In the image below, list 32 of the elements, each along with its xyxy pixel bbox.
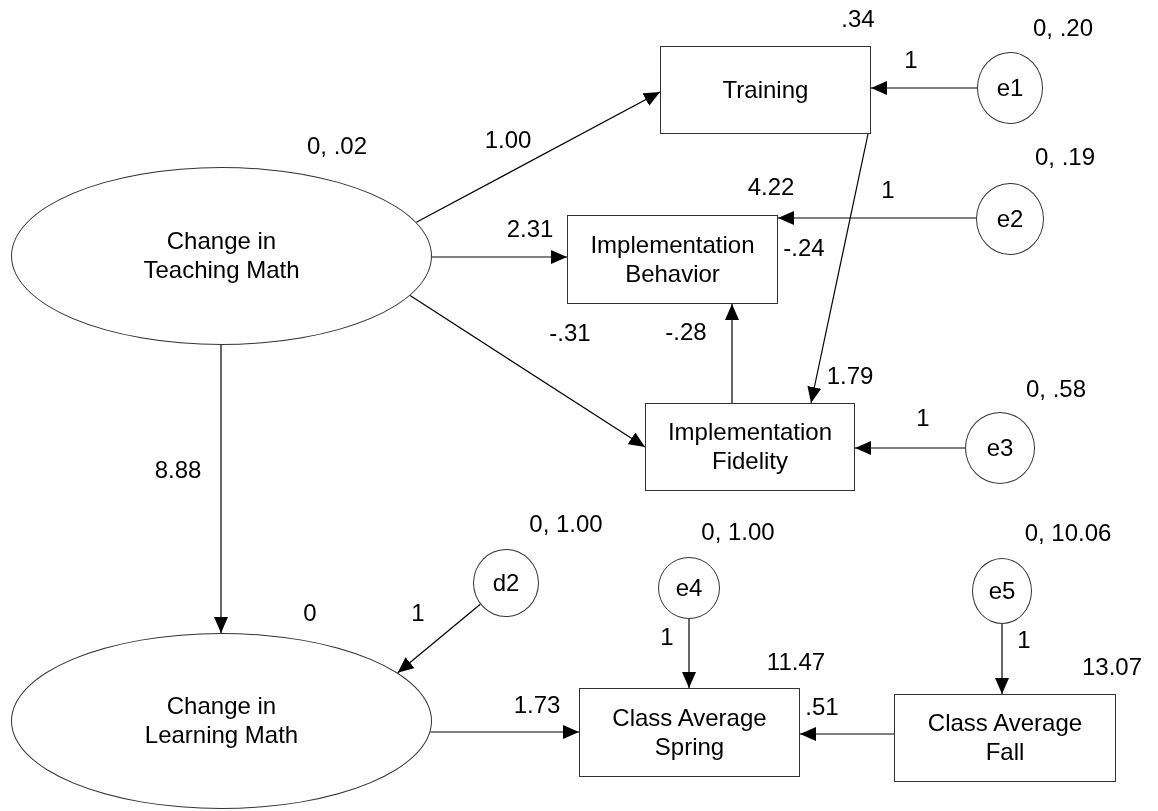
path-arrow [807,133,869,404]
node-label: Change in Teaching Math [142,227,301,285]
node-label: Class Average Fall [926,709,1084,767]
node-label: Implementation Fidelity [666,418,834,476]
path-arrow [429,725,580,739]
path-arrow [682,618,696,689]
path-arrow [799,727,895,741]
path-arrow [995,623,1009,695]
variable-box [894,694,1116,782]
node-label: d2 [492,568,520,598]
path-arrow [854,441,966,455]
node-label: e1 [996,73,1024,103]
variable-box [567,215,778,304]
path-arrow [870,81,978,95]
node-label: e5 [988,576,1016,606]
path-arrow [725,303,739,404]
path-arrow [431,250,568,264]
path-arrow [777,211,977,225]
path-arrow [415,91,661,223]
variable-box [660,46,871,134]
variable-box [645,403,855,491]
node-label: e3 [986,433,1014,463]
node-label: Change in Learning Math [143,692,300,750]
node-label: Implementation Behavior [589,230,756,289]
path-arrow [214,344,228,634]
variable-box [579,688,800,777]
node-label: Training [722,75,809,105]
node-label: e2 [996,204,1024,234]
node-label: Class Average Spring [611,703,768,762]
path-arrow [397,603,481,674]
node-label: e4 [675,573,703,603]
path-arrow [409,294,646,448]
